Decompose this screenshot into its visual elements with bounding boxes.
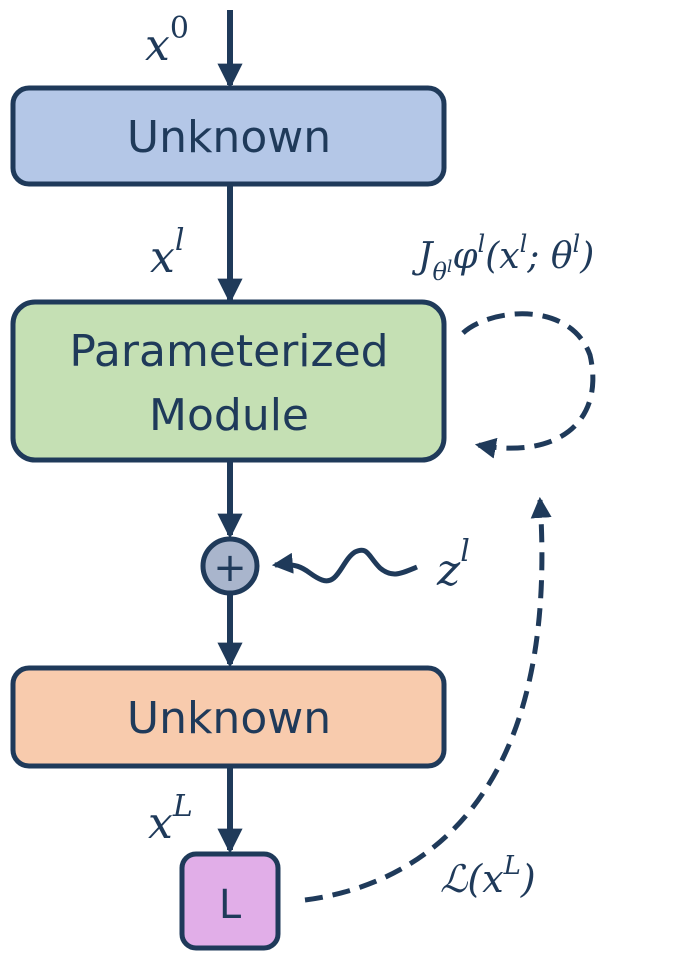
module-label-line1: Parameterized (69, 326, 388, 377)
jacobian-loop-dashed-arrow (461, 311, 596, 459)
loss-box-label: L (219, 882, 242, 928)
loss-box: L (179, 851, 281, 951)
xL-label: xL (148, 789, 193, 849)
loss-function-label: ℒ(xL) (440, 851, 536, 901)
plus-symbol: + (213, 545, 247, 591)
xl-label: xl (150, 223, 184, 283)
unknown-bottom-label: Unknown (127, 693, 331, 744)
parameterized-module-box: Parameterized Module (10, 299, 447, 463)
unknown-top-label: Unknown (127, 112, 331, 163)
unknown-bottom-box: Unknown (10, 665, 447, 769)
gradient-feedback-dashed-arrow (304, 496, 552, 903)
noise-wiggle-arrow (271, 547, 418, 584)
zl-label: zl (436, 534, 470, 596)
jacobian-label: Jθlφl(xl; θl) (411, 230, 594, 286)
sum-node: + (200, 536, 260, 596)
x0-label: x0 (145, 11, 189, 71)
module-label-line2: Module (149, 390, 309, 441)
unknown-top-box: Unknown (10, 85, 447, 187)
